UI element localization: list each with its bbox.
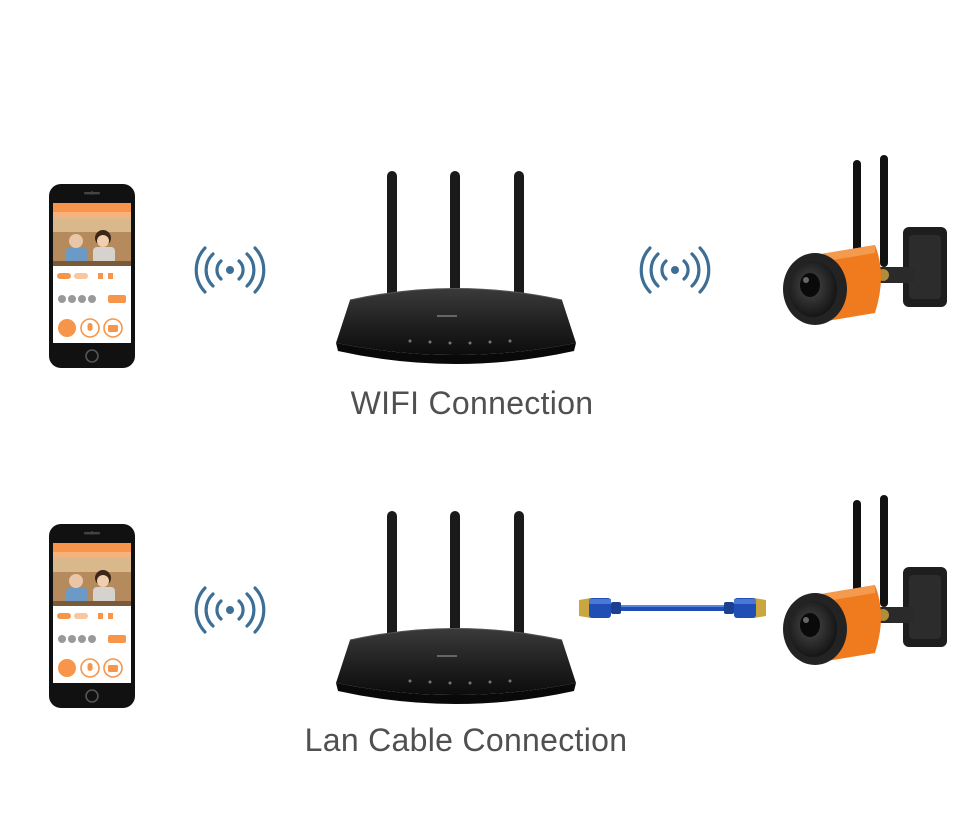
wifi-signal-icon: [194, 586, 266, 634]
smartphone-icon: [48, 183, 136, 369]
ethernet-cable-icon: [579, 598, 766, 618]
router-icon: [335, 170, 577, 365]
ip-camera-icon: [783, 495, 947, 665]
ip-camera-icon: [783, 155, 947, 325]
smartphone-icon: [48, 523, 136, 709]
wifi-connection-row: [0, 150, 960, 480]
router-icon: [335, 510, 577, 705]
wifi-signal-icon: [639, 246, 711, 294]
wifi-signal-icon: [194, 246, 266, 294]
wifi-connection-caption: WIFI Connection: [350, 385, 594, 421]
lan-connection-caption: Lan Cable Connection: [304, 722, 628, 758]
lan-connection-row: [0, 490, 960, 820]
